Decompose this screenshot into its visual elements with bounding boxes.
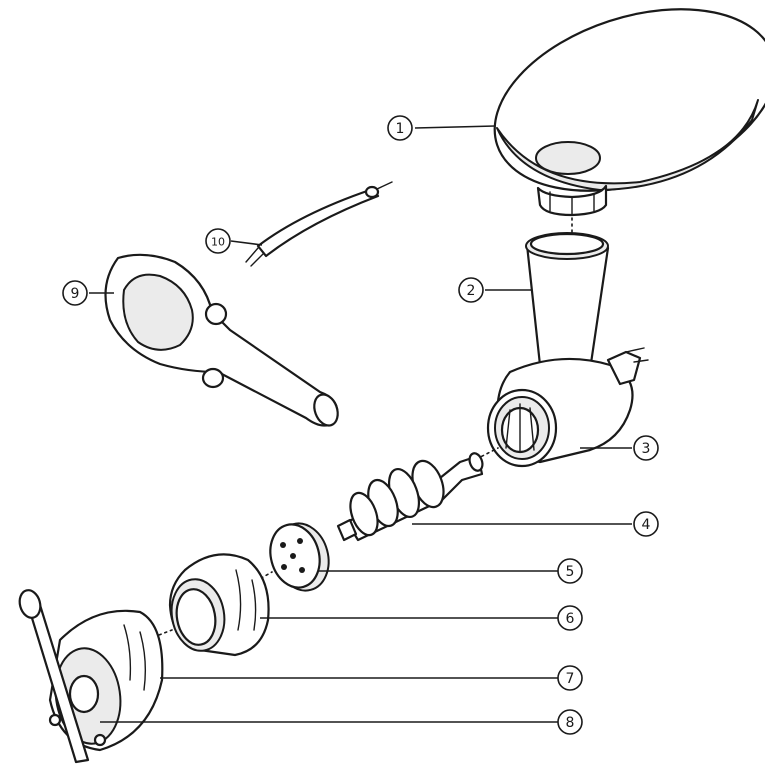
callout-7: 7 xyxy=(557,665,583,691)
spanner-part xyxy=(104,253,339,427)
grinder-body-part xyxy=(486,232,649,468)
callout-3-label: 3 xyxy=(642,441,651,457)
lock-ring-part xyxy=(168,553,270,657)
callout-5-label: 5 xyxy=(566,564,575,580)
callout-10: 10 xyxy=(205,228,231,254)
leader-lines xyxy=(89,125,632,723)
callout-4: 4 xyxy=(633,511,659,537)
callout-2: 2 xyxy=(458,277,484,303)
food-tray-part xyxy=(493,8,765,217)
callout-8: 8 xyxy=(557,709,583,735)
callout-6-label: 6 xyxy=(566,611,575,627)
callout-8-label: 8 xyxy=(566,715,575,731)
callout-5: 5 xyxy=(557,558,583,584)
callout-7-label: 7 xyxy=(566,671,575,687)
end-cap-part xyxy=(48,609,164,752)
callout-4-label: 4 xyxy=(642,517,651,533)
callout-10-label: 10 xyxy=(211,236,225,249)
cutting-plate-part xyxy=(269,522,330,592)
callout-1: 1 xyxy=(387,115,413,141)
leader-line-10 xyxy=(230,240,263,246)
leader-line-1 xyxy=(414,125,496,129)
feed-screw-part xyxy=(336,452,484,542)
callout-3: 3 xyxy=(633,435,659,461)
callout-9-label: 9 xyxy=(71,286,80,302)
callout-6: 6 xyxy=(557,605,583,631)
tool-arm-part xyxy=(18,589,90,764)
callout-2-label: 2 xyxy=(467,283,476,299)
callout-1-label: 1 xyxy=(396,121,405,137)
cleaning-tool-part xyxy=(245,181,393,267)
callout-9: 9 xyxy=(62,280,88,306)
